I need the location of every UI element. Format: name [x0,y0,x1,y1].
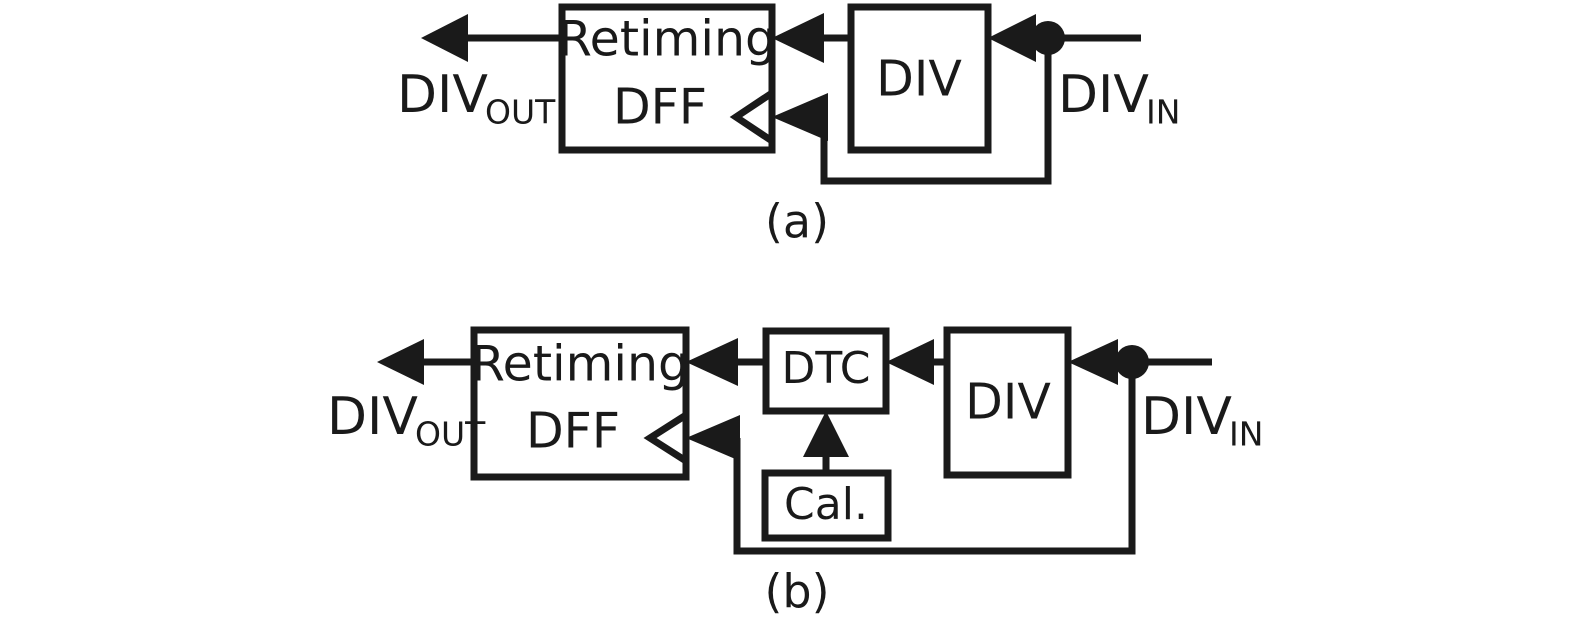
wire-clock-feedback-b [733,362,1136,555]
arrowhead-output-b [377,339,424,385]
div-in-b-subscript: IN [1229,415,1263,454]
div-block-a[interactable] [847,3,992,154]
arrowhead-into-div-a [988,14,1036,62]
div-in-label-b: DIV IN [1141,387,1263,454]
arrowhead-cal-to-dtc-b [803,411,849,457]
arrowhead-div-to-dff-a [772,13,824,63]
arrowhead-clock-a [772,93,828,141]
wire-clock-feedback-a [820,38,1052,185]
div-block-b[interactable] [943,326,1072,479]
retiming-dff-block-b[interactable] [470,326,690,481]
caption-b: (b) [764,565,829,619]
div-block-a-label: DIV [876,51,962,108]
clock-notch-a [729,86,776,148]
arrowhead-div-to-dtc-b [886,339,934,385]
clock-notch-b [643,408,690,468]
div-in-a-text: DIV [1058,65,1149,125]
arrowhead-into-div-b [1068,339,1118,385]
div-in-a-subscript: IN [1146,93,1180,132]
arrowhead-output-a [421,14,468,62]
panel-a: DIV Retiming DFF DIV OUT DIV IN (a) [397,3,1180,249]
retiming-dff-b-label-line1: Retiming [471,336,689,393]
retiming-dff-block-a[interactable] [558,3,776,154]
div-out-label-a: DIV OUT [397,65,556,132]
arrowhead-clock-b [686,415,740,461]
div-out-b-text: DIV [327,387,418,447]
div-out-b-subscript: OUT [415,415,486,454]
div-out-a-subscript: OUT [485,93,556,132]
div-out-a-text: DIV [397,65,488,125]
div-out-label-b: DIV OUT [327,387,486,454]
div-in-b-text: DIV [1141,387,1232,447]
cal-block-b-label: Cal. [784,479,868,530]
div-block-b-label: DIV [965,374,1051,431]
caption-a: (a) [765,195,829,249]
retiming-dff-a-label-line1: Retiming [558,11,776,68]
arrowhead-dtc-to-dff-b [686,338,738,386]
dtc-block-b-label: DTC [782,343,871,394]
panel-b: DIV DTC Cal. Retiming DFF DIV OUT [327,326,1263,619]
retiming-dff-a-label-line2: DFF [613,79,707,136]
retiming-dff-b-label-line2: DFF [526,403,620,460]
div-in-label-a: DIV IN [1058,65,1180,132]
